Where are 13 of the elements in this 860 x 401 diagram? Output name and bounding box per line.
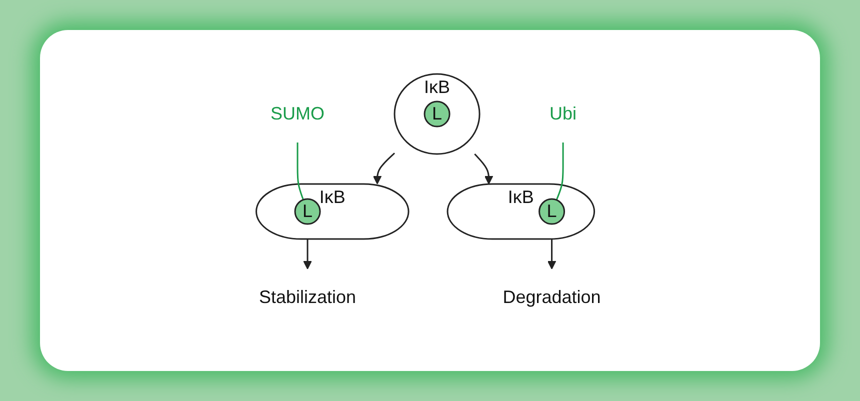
node-text: Stabilization <box>259 288 356 308</box>
node-circle: L <box>294 198 321 226</box>
arrow <box>474 154 494 185</box>
arrow <box>547 240 556 270</box>
node-text: Ubi <box>550 104 577 124</box>
arrow <box>372 153 396 185</box>
node-circle: L <box>424 101 450 128</box>
node-circle: L <box>538 198 566 226</box>
node-text: Degradation <box>502 288 601 308</box>
node-text: SUMO <box>270 104 325 124</box>
connector <box>296 143 304 200</box>
arrow <box>303 240 312 270</box>
connector <box>556 143 564 201</box>
